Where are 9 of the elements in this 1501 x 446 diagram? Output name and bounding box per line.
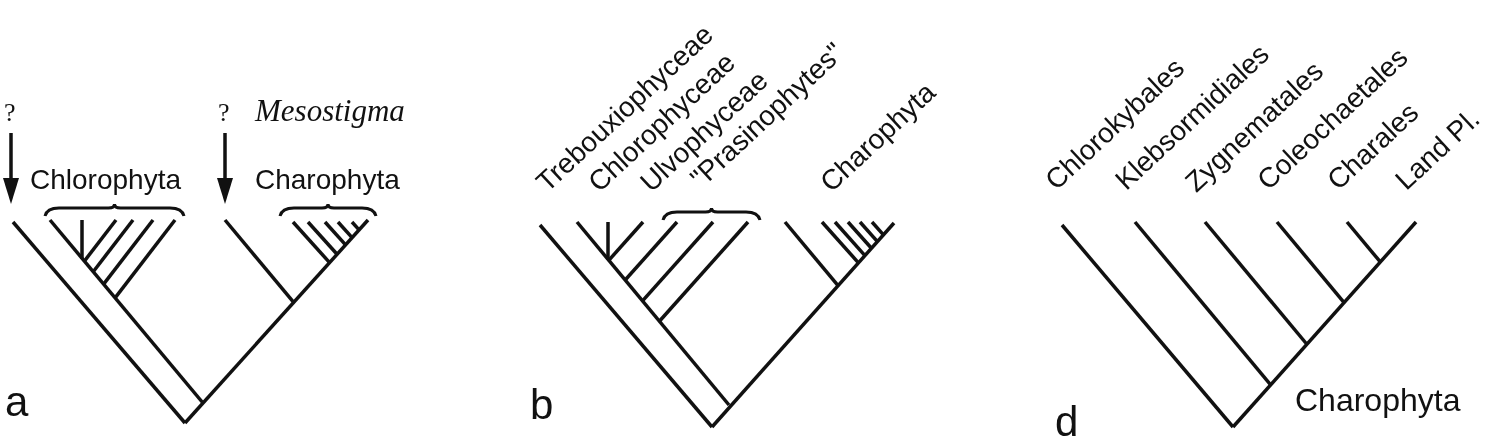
taxon-label: Mesostigma [255, 95, 405, 127]
panel-letter: a [5, 380, 29, 423]
clade-label: Charophyta [255, 165, 400, 194]
clade-label: Chlorophyta [30, 165, 181, 194]
question-mark: ? [218, 99, 230, 126]
clade-label: Charophyta [1295, 384, 1461, 417]
panel-letter: b [530, 383, 554, 426]
panel-letter: d [1055, 400, 1079, 443]
question-mark: ? [4, 99, 16, 126]
